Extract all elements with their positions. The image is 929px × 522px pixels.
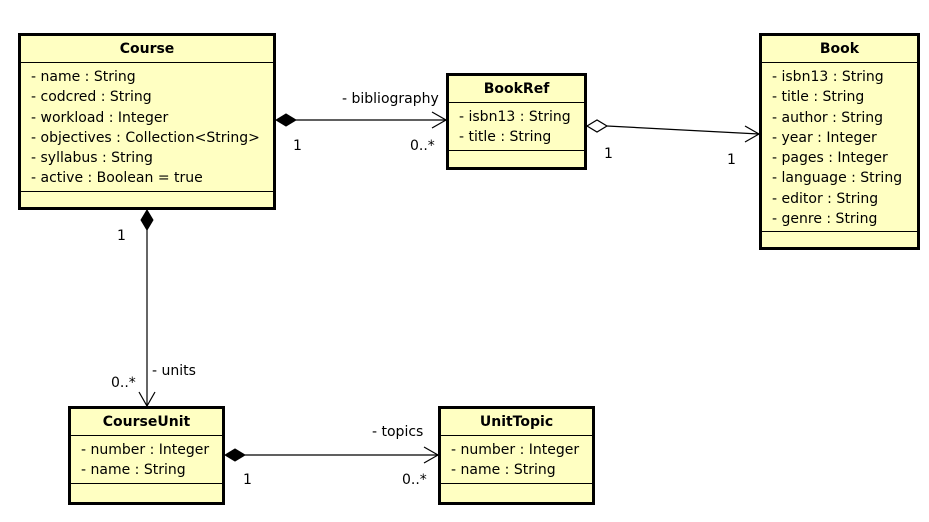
- attribute: - number : Integer: [81, 442, 210, 458]
- class-bookref[interactable]: BookRef - isbn13 : String - title : Stri…: [446, 73, 587, 170]
- bibliography-role-label: - bibliography: [342, 91, 439, 107]
- attribute-list: - number : Integer - name : String: [441, 436, 592, 484]
- class-name: UnitTopic: [441, 409, 592, 436]
- composition-diamond-icon: [275, 113, 297, 127]
- attribute: - isbn13 : String: [459, 109, 571, 125]
- attribute: - year : Integer: [772, 129, 877, 146]
- units-source-multiplicity: 1: [117, 228, 126, 244]
- class-book[interactable]: Book - isbn13 : String - title : String …: [759, 33, 920, 250]
- attribute: - isbn13 : String: [772, 69, 884, 85]
- attribute: - objectives : Collection<String>: [31, 129, 260, 146]
- attribute-list: - name : String - codcred : String - wor…: [21, 63, 273, 192]
- attribute: - name : String: [81, 462, 186, 479]
- class-course[interactable]: Course - name : String - codcred : Strin…: [18, 33, 276, 210]
- attribute: - number : Integer: [451, 442, 580, 458]
- attribute-list: - number : Integer - name : String: [71, 436, 222, 484]
- topics-role-label: - topics: [372, 424, 424, 440]
- attribute-list: - isbn13 : String - title : String - aut…: [762, 63, 917, 233]
- attribute: - name : String: [451, 462, 556, 479]
- aggregation-diamond-icon: [585, 119, 609, 133]
- attribute: - active : Boolean = true: [31, 170, 203, 187]
- class-name: CourseUnit: [71, 409, 222, 436]
- attribute: - syllabus : String: [31, 150, 153, 167]
- attribute: - genre : String: [772, 211, 878, 228]
- attribute: - author : String: [772, 109, 884, 126]
- class-name: Book: [762, 36, 917, 63]
- book-link-line: [606, 125, 760, 135]
- composition-diamond-icon: [140, 209, 154, 231]
- attribute: - pages : Integer: [772, 150, 888, 167]
- bibliography-source-multiplicity: 1: [293, 138, 302, 154]
- attribute: - editor : String: [772, 190, 879, 207]
- attribute: - workload : Integer: [31, 109, 169, 126]
- attribute: - title : String: [772, 89, 865, 106]
- book-link-source-multiplicity: 1: [604, 146, 613, 162]
- attribute: - language : String: [772, 170, 903, 187]
- units-role-label: - units: [152, 363, 196, 379]
- class-courseunit[interactable]: CourseUnit - number : Integer - name : S…: [68, 406, 225, 505]
- units-target-multiplicity: 0..*: [111, 375, 136, 391]
- class-name: Course: [21, 36, 273, 63]
- topics-source-multiplicity: 1: [243, 472, 252, 488]
- book-link-target-multiplicity: 1: [727, 152, 736, 168]
- class-name: BookRef: [449, 76, 584, 103]
- attribute: - codcred : String: [31, 89, 152, 106]
- attribute: - title : String: [459, 129, 552, 146]
- class-unittopic[interactable]: UnitTopic - number : Integer - name : St…: [438, 406, 595, 505]
- attribute-list: - isbn13 : String - title : String: [449, 103, 584, 151]
- topics-target-multiplicity: 0..*: [402, 472, 427, 488]
- composition-diamond-icon: [224, 448, 246, 462]
- attribute: - name : String: [31, 69, 136, 85]
- bibliography-target-multiplicity: 0..*: [410, 138, 435, 154]
